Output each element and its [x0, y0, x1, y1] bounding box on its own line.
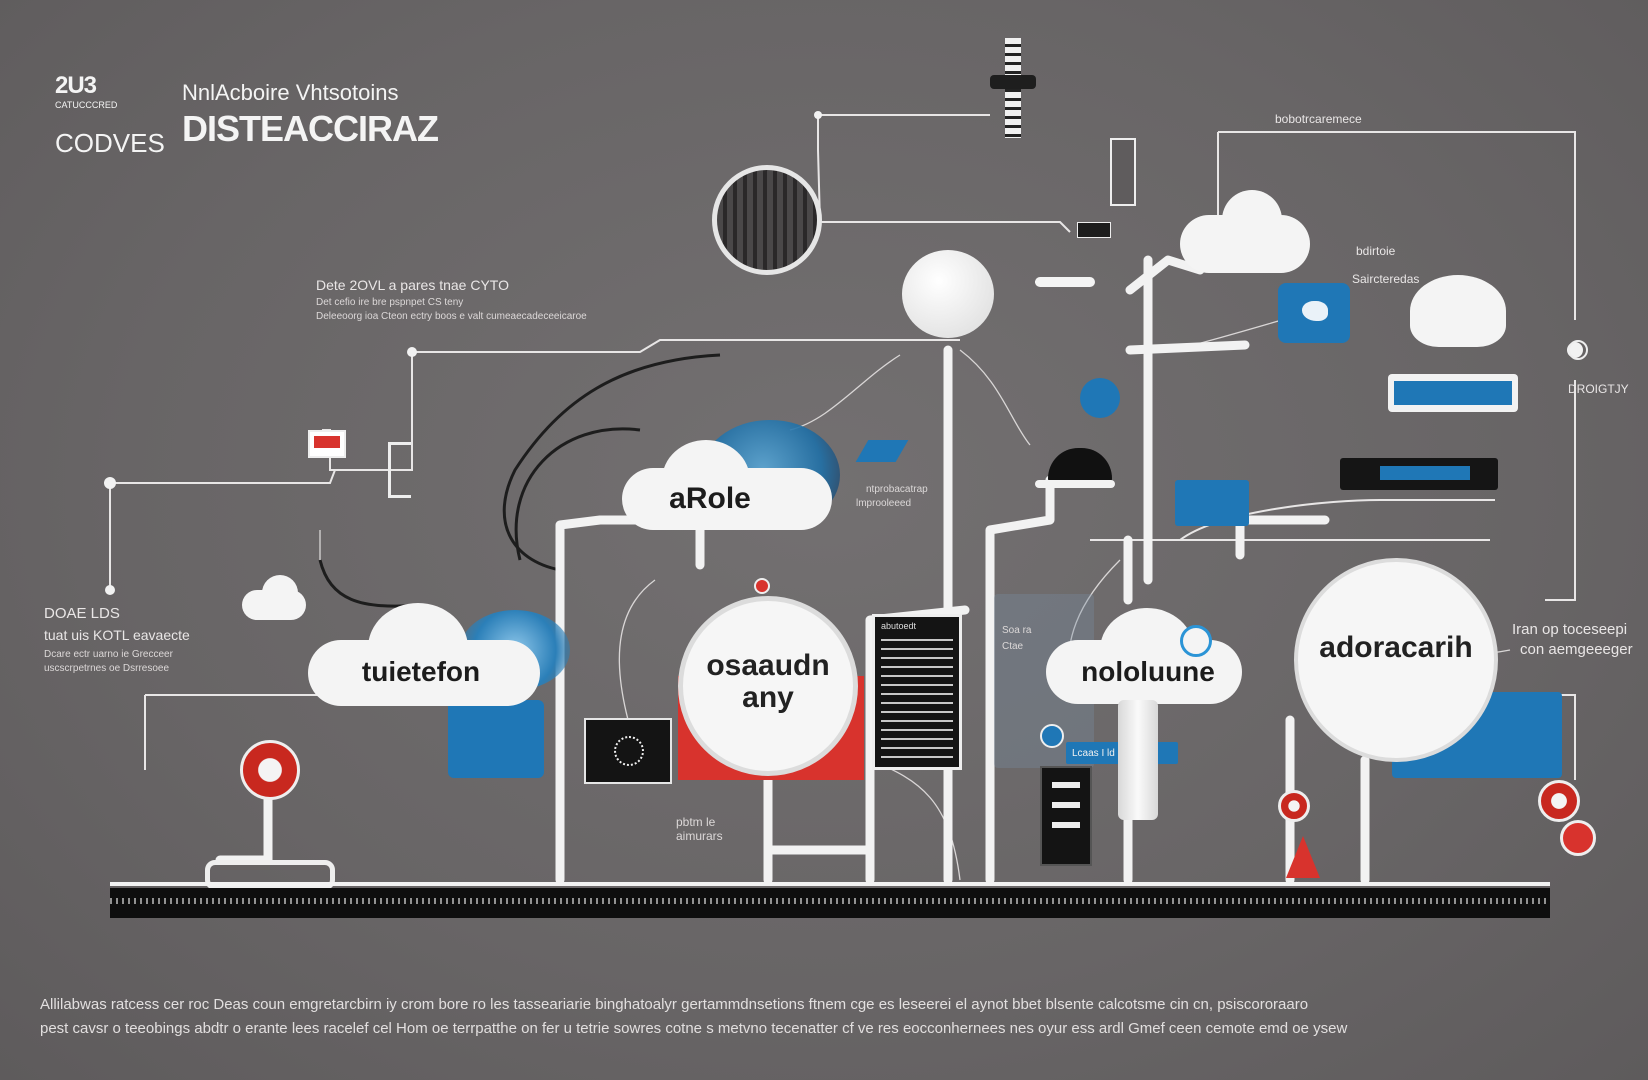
- server-icon: [1040, 766, 1092, 866]
- badge-code: 2U3: [55, 72, 97, 99]
- white-cylinder: [1118, 700, 1158, 820]
- pole-caption-line2: aimurars: [676, 829, 723, 843]
- right-label-3: DROIGTJY: [1568, 382, 1629, 396]
- blue-block-left: [448, 700, 544, 778]
- cloud-arole-label: aRole: [669, 482, 751, 515]
- red-flower-icon-3: [1278, 790, 1310, 822]
- left-word: CODVES: [55, 128, 165, 158]
- circle-adoracarih-label: adoracarih: [1319, 631, 1473, 664]
- circle-osaaudn-line2: any: [742, 681, 794, 714]
- cloud-arole-puff: [662, 440, 750, 520]
- device-label: Lcaas I ld: [1072, 748, 1115, 759]
- cloud-tuietefon-puff: [368, 603, 468, 693]
- blue-dot-small: [1040, 724, 1064, 748]
- circle-osaaudn: [678, 596, 858, 776]
- right-label-4-line2: con aemgeeeger: [1520, 641, 1633, 658]
- server-rack-lens: [712, 165, 822, 275]
- right-label-2: Saircteredas: [1352, 272, 1420, 286]
- target-icon: [1180, 625, 1212, 657]
- speaker-device: [584, 718, 672, 784]
- note-left-line3: Deleeoorg ioa Cteon ectry boos e valt cu…: [316, 311, 587, 322]
- cloud-nololuune-label: nololuune: [1081, 656, 1215, 687]
- blue-dot: [1080, 378, 1120, 418]
- microphone-icon: [1110, 138, 1136, 206]
- mouse-stand: [1035, 480, 1115, 488]
- red-flower-icon: [240, 740, 300, 800]
- top-right-label: bobotrcaremece: [1275, 112, 1362, 126]
- base-machine: [205, 860, 335, 890]
- red-flower-icon-2: [1538, 780, 1580, 822]
- document-panel: abutoedt: [872, 614, 962, 770]
- red-dot: [754, 578, 770, 594]
- document-panel-title: abutoedt: [881, 621, 917, 631]
- cloud-nololuune-puff: [1100, 608, 1194, 692]
- antenna-base: [990, 75, 1036, 89]
- note-bottom-left-line4: uscscrpetrnes oe Dsrresoee: [44, 663, 170, 674]
- timeline-top-line: [110, 882, 1550, 886]
- note-bottom-left-line2: tuat uis KOTL eavaecte: [44, 627, 190, 643]
- cloud-top-right-puff: [1222, 190, 1282, 250]
- badge-small: CATUCCCRED: [55, 100, 118, 110]
- note-bottom-left-line1: DOAE LDS: [44, 605, 120, 622]
- timeline-bar: [110, 888, 1550, 918]
- small-cloud-left-puff: [262, 575, 298, 611]
- note-left-line1: Dete 2OVL a pares tnae CYTO: [316, 277, 509, 293]
- panel-small-label-2: Ctae: [1002, 641, 1024, 652]
- circle-osaaudn-line1: osaaudn: [706, 649, 830, 682]
- plug-connector: [388, 442, 411, 498]
- right-label-4-line1: Iran op toceseepi: [1512, 621, 1628, 638]
- footer-line-1: Allilabwas ratcess cer roc Deas coun emg…: [40, 996, 1309, 1013]
- page-title: DISTEACCIRAZ: [182, 108, 439, 149]
- cloud-tuietefon-label: tuietefon: [361, 656, 481, 687]
- blue-caption-2: lmprooleeed: [856, 498, 912, 509]
- pole-caption-line1: pbtm le: [676, 815, 716, 829]
- balloon-cap: [1035, 277, 1095, 287]
- power-icon: [1568, 340, 1588, 360]
- panel-small-label: Soa ra: [1002, 625, 1032, 636]
- camera-icon: [1077, 222, 1111, 238]
- blue-bar-frame: [1388, 374, 1518, 412]
- note-bottom-left-line3: Dcare ectr uarno ie Grecceer: [44, 649, 173, 660]
- circle-adoracarih: [1294, 558, 1498, 762]
- footer-line-2: pest cavsr o teeobings abdtr o erante le…: [40, 1020, 1348, 1037]
- right-label-1: bdirtoie: [1356, 244, 1396, 258]
- red-indicator: [308, 430, 346, 458]
- cloud-right-puff: [1410, 275, 1506, 347]
- blue-caption: ntprobacatrap: [866, 484, 928, 495]
- red-small-device: [1560, 820, 1596, 856]
- note-left-line2: Det cefio ire bre pspnpet CS teny: [316, 297, 464, 308]
- twitter-bird-icon: [1278, 283, 1350, 343]
- subtitle: NnlAcboire Vhtsotoins: [182, 80, 399, 105]
- router-device: [1340, 458, 1498, 490]
- blue-panel-mid: [1175, 480, 1249, 526]
- white-balloon: [902, 250, 994, 338]
